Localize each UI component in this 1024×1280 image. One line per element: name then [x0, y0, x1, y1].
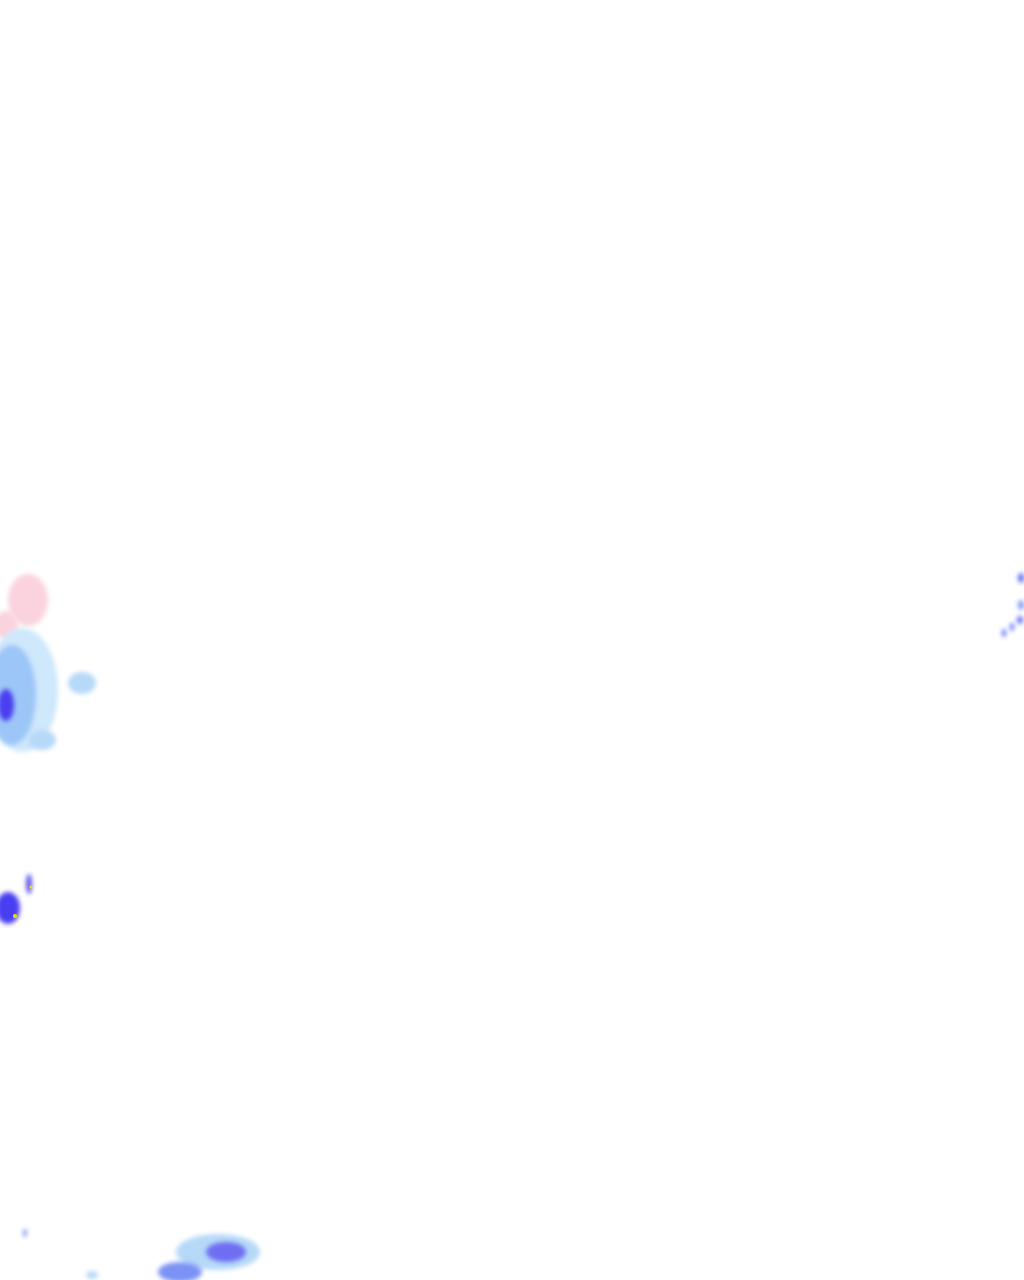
east-cell-2 — [1018, 600, 1024, 610]
southwest-core-yellow-2 — [29, 885, 33, 889]
intensity-hotspots — [13, 885, 33, 918]
precipitation-cells — [0, 573, 1024, 1280]
west-cell-mixed — [8, 574, 48, 626]
west-cell-mid — [0, 645, 36, 745]
south-speck — [23, 1229, 27, 1237]
west-cell-core — [0, 689, 14, 721]
south-fragment — [86, 1271, 98, 1279]
west-tail — [28, 730, 56, 750]
east-cell-3 — [1017, 616, 1023, 624]
south-cell-west — [158, 1262, 202, 1280]
south-cell-core — [206, 1242, 246, 1262]
southwest-streak — [26, 874, 32, 894]
east-cell-1 — [1018, 573, 1024, 583]
east-cell-5 — [1002, 629, 1006, 637]
west-satellite — [68, 672, 96, 694]
east-cell-4 — [1010, 623, 1014, 631]
southwest-core-yellow-1 — [13, 914, 17, 918]
southwest-cell — [0, 892, 20, 924]
